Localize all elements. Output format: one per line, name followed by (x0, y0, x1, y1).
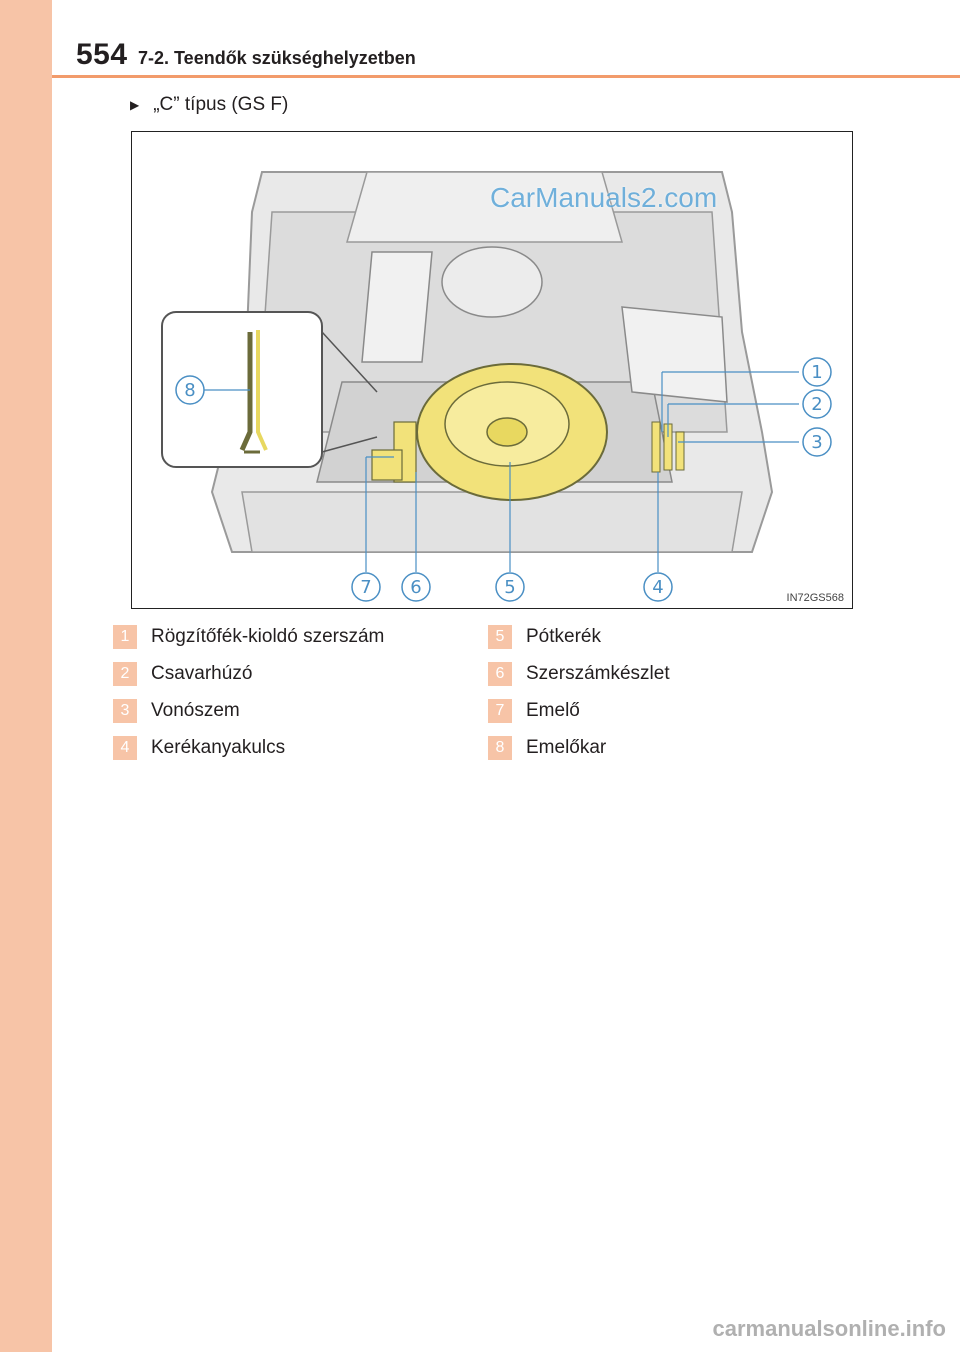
callout-8: 8 (184, 380, 195, 401)
legend-label: Rögzítőfék-kioldó szerszám (151, 625, 385, 647)
number-badge: 1 (113, 624, 137, 649)
number-badge: 7 (488, 698, 512, 723)
number-badge: 2 (113, 661, 137, 686)
triangle-bullet-icon: ▶ (130, 98, 140, 112)
legend-item: 6 Szerszámkészlet (488, 655, 670, 692)
footer-site-mark: carmanualsonline.info (712, 1316, 947, 1341)
number-badge: 8 (488, 735, 512, 760)
legend-item: 2 Csavarhúzó (113, 655, 384, 692)
callout-1: 1 (811, 362, 822, 383)
legend-left-column: 1 Rögzítőfék-kioldó szerszám 2 Csavarhúz… (113, 618, 384, 766)
type-heading-text: „C” típus (GS F) (153, 94, 289, 115)
page-number: 554 (76, 38, 128, 71)
number-badge: 3 (113, 698, 137, 723)
legend-label: Kerékanyakulcs (151, 736, 286, 758)
type-heading: ▶ „C” típus (GS F) (130, 94, 288, 116)
callout-3: 3 (811, 432, 822, 453)
number-badge: 5 (488, 624, 512, 649)
legend-item: 8 Emelőkar (488, 729, 670, 766)
trunk-drawing: 8 1 2 3 4 5 6 7 (161, 171, 832, 602)
legend-label: Emelőkar (526, 736, 607, 758)
figure-code: IN72GS568 (786, 592, 844, 604)
callout-7: 7 (360, 577, 371, 598)
callout-6: 6 (410, 577, 421, 598)
legend-item: 4 Kerékanyakulcs (113, 729, 384, 766)
legend-label: Emelő (526, 699, 580, 721)
number-badge: 6 (488, 661, 512, 686)
watermark: CarManuals2.com (490, 182, 718, 213)
legend-item: 5 Pótkerék (488, 618, 670, 655)
legend-label: Pótkerék (526, 625, 601, 647)
header-rule (52, 75, 960, 78)
legend-item: 1 Rögzítőfék-kioldó szerszám (113, 618, 384, 655)
section-title: 7-2. Teendők szükséghelyzetben (138, 48, 416, 68)
legend-label: Szerszámkészlet (526, 662, 670, 684)
trunk-illustration: 8 1 2 3 4 5 6 7 CarManuals2.com IN72GS56… (131, 131, 853, 609)
side-color-band (0, 0, 52, 1352)
callout-5: 5 (504, 577, 515, 598)
legend-label: Vonószem (151, 699, 240, 721)
legend-right-column: 5 Pótkerék 6 Szerszámkészlet 7 Emelő 8 E… (488, 618, 670, 766)
callout-2: 2 (811, 394, 822, 415)
legend-item: 3 Vonószem (113, 692, 384, 729)
callout-4: 4 (652, 577, 663, 598)
legend-label: Csavarhúzó (151, 662, 253, 684)
number-badge: 4 (113, 735, 137, 760)
legend-item: 7 Emelő (488, 692, 670, 729)
